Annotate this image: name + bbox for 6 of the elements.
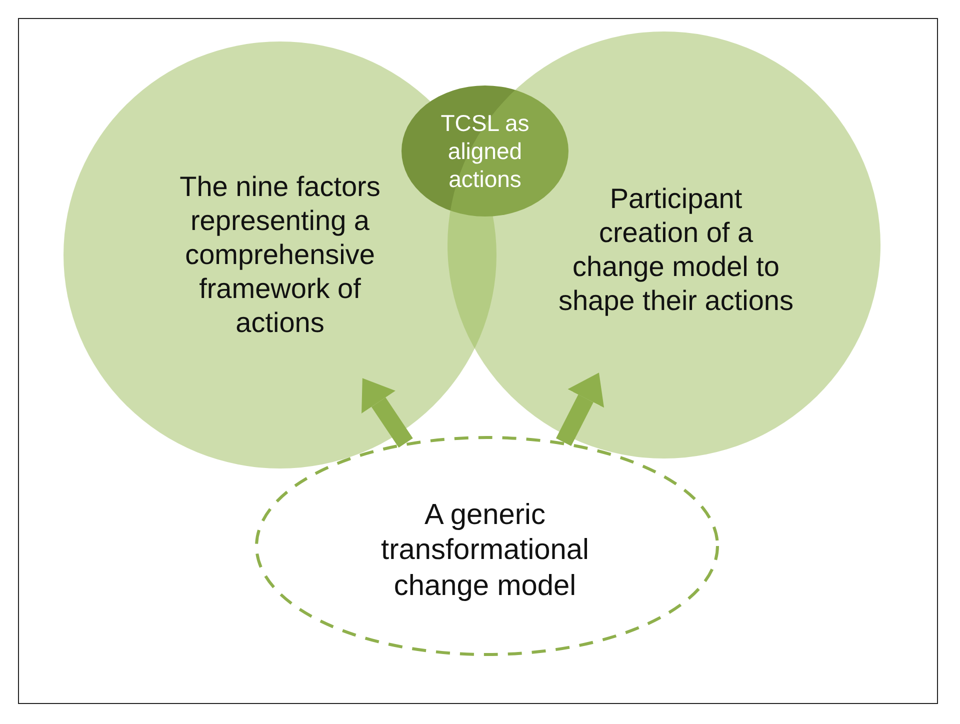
block-arrow [556, 372, 604, 446]
circle-label: Participant creation of a change model to shape their actions [558, 182, 794, 318]
circle-label: The nine factors representing a comprehensive framework of actions [178, 170, 382, 340]
ellipse-label: A generic transformational change model [380, 498, 590, 604]
ellipse-label: TCSL as aligned actions [440, 108, 530, 194]
block-arrow [362, 378, 413, 448]
